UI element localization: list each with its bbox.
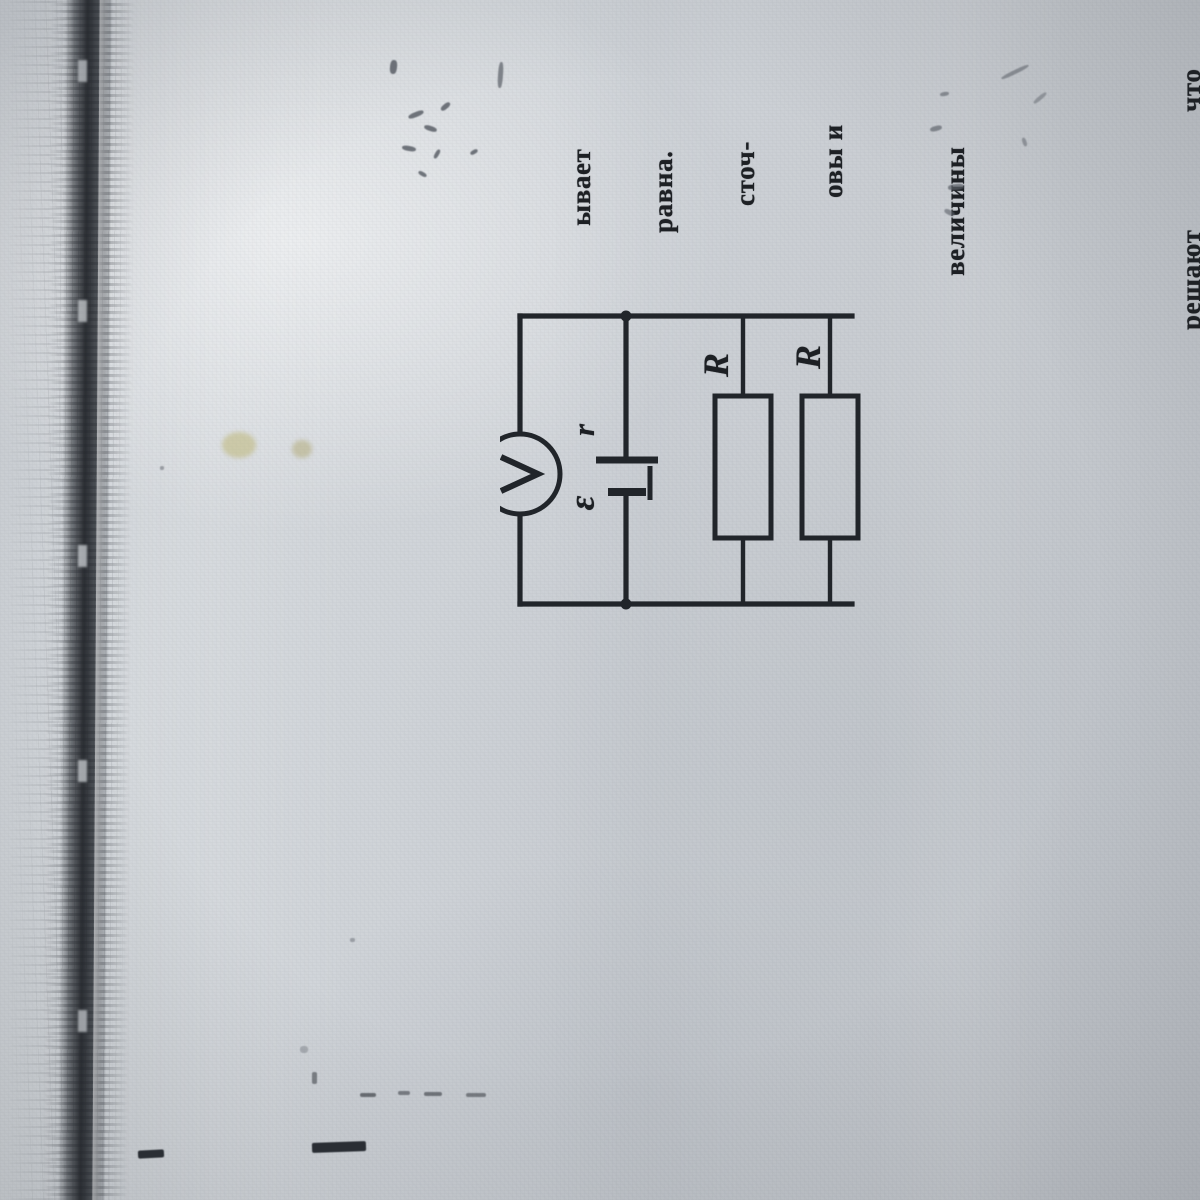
dust-speck [350,938,355,942]
circuit-diagram: r ε R R [500,300,870,620]
label-resistor-right: R [788,344,829,370]
spine-gap [77,759,88,783]
bottom-edge-mark [424,1092,442,1096]
text-line-ovy-i: овы и [818,124,848,198]
text-line-chto: что [1176,68,1200,112]
spine-gap [77,59,88,83]
text-line-reshaut: решают [1176,229,1200,330]
bottom-edge-mark [398,1091,410,1095]
paper-stain-speck [292,440,312,458]
dust-speck [160,466,164,470]
spine-gap [77,299,88,323]
dust-speck [300,1046,308,1053]
spine-fuzz [42,0,136,1200]
text-line-ravna: равна. [648,150,678,233]
node-top [620,310,632,322]
text-line-ywaet: ывает [566,148,596,226]
bottom-edge-mark [466,1093,486,1097]
label-emf: ε [561,495,602,511]
paper-stain-yellow [222,432,256,458]
bottom-edge-mark [360,1093,376,1097]
bottom-edge-mark [311,1141,367,1153]
spine-gap [77,1009,88,1033]
label-resistor-left: R [696,352,737,378]
circuit-svg [500,310,861,610]
node-bottom [620,598,632,610]
resistor1-body [712,393,774,541]
book-spine-shadow [0,0,200,1200]
voltmeter-circle [500,431,563,517]
label-internal-resistance: r [566,423,602,437]
voltmeter-v-glyph [500,454,546,494]
bottom-edge-mark [312,1072,317,1084]
resistor2-body [799,393,861,541]
spine-gap [77,544,88,568]
text-line-stoch: сточ- [730,141,760,206]
bottom-edge-mark [137,1149,165,1159]
